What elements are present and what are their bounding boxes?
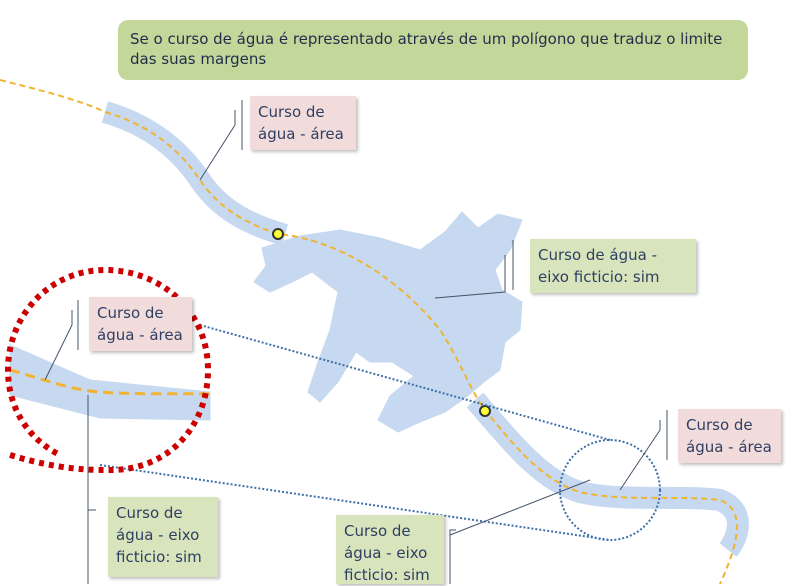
detail-circle <box>559 439 661 541</box>
node-point <box>479 405 491 417</box>
callout-eixo-lake: Curso de água - eixo ficticio: sim <box>530 239 696 293</box>
callout-eixo-bottom: Curso de água - eixo ficticio: sim <box>336 515 444 584</box>
node-point <box>272 228 284 240</box>
lake <box>253 211 523 433</box>
callout-leaders <box>44 100 668 584</box>
zoom-connector <box>99 464 611 541</box>
callout-area-top: Curso de água - área <box>250 96 356 150</box>
callout-eixo-zoom: Curso de água - eixo ficticio: sim <box>108 497 218 577</box>
zoom-circle <box>4 266 212 474</box>
zoomed-river <box>9 344 211 421</box>
callout-area-right: Curso de água - área <box>678 409 781 463</box>
zoom-connector <box>199 324 611 441</box>
info-banner: Se o curso de água é representado atravé… <box>118 20 748 80</box>
river-axis-line <box>0 79 738 584</box>
callout-area-zoom: Curso de água - área <box>89 297 192 351</box>
